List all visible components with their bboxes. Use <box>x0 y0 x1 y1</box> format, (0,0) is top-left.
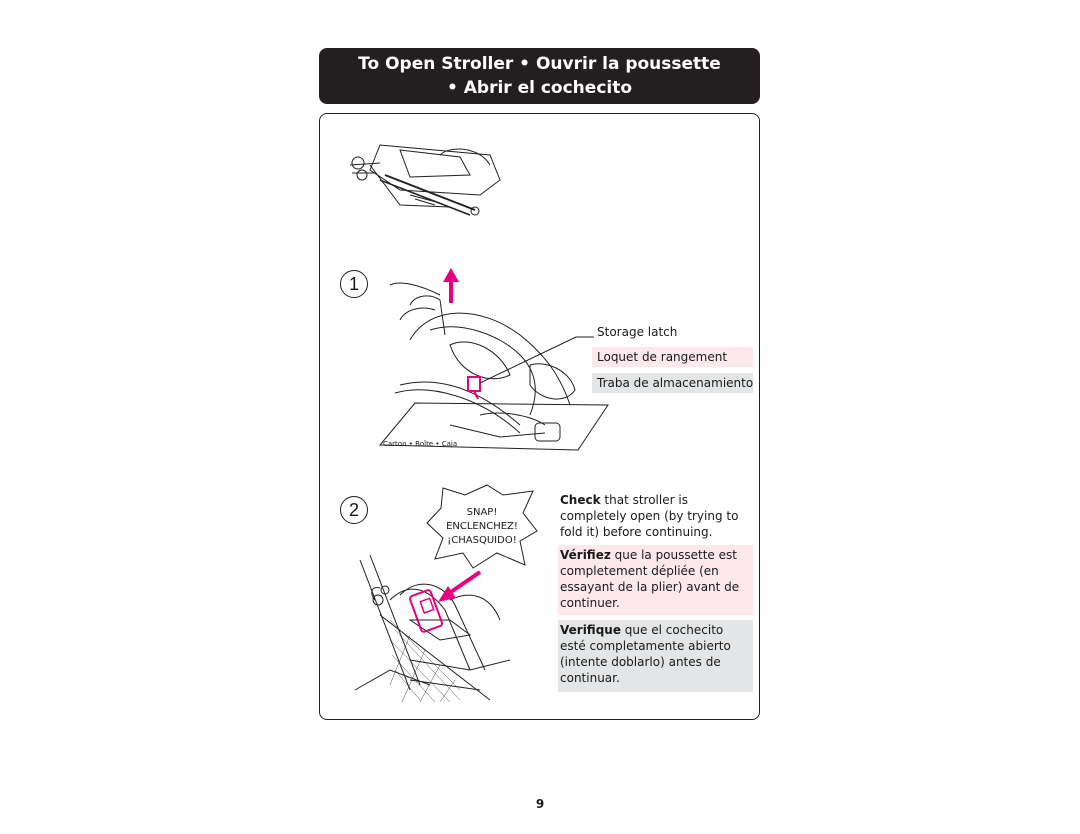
step-2-en-bold: Check <box>560 493 601 507</box>
storage-latch-label-fr: Loquet de rangement <box>597 350 728 364</box>
storage-latch-label-es: Traba de almacenamiento <box>597 376 754 390</box>
step-1-number: 1 <box>340 270 368 298</box>
snap-text-en: SNAP! <box>466 507 498 518</box>
snap-text-fr: ENCLENCHEZ! <box>446 521 518 532</box>
storage-latch-label-en: Storage latch <box>597 325 678 339</box>
step-2-fr-text: que la poussette est completement déplié… <box>560 548 740 610</box>
step-2-text-fr: Vérifiez que la poussette est completeme… <box>560 547 752 611</box>
step-2-illustration <box>354 554 511 703</box>
snap-text-es: ¡CHASQUIDO! <box>447 535 517 546</box>
storage-latch-label-fr-bg <box>592 347 753 367</box>
step-2-text-en: Check that stroller is completely open (… <box>560 492 755 540</box>
step-1-illustration <box>378 268 609 451</box>
step-2-en-text: that stroller is completely open (by try… <box>560 493 739 539</box>
folded-stroller-illustration <box>349 144 501 216</box>
step-2-text-es: Verifique que el cochecito esté completa… <box>560 622 752 686</box>
instructions-panel <box>319 113 760 720</box>
step-2-number: 2 <box>340 496 368 524</box>
step-2-es-bold: Verifique <box>560 623 621 637</box>
step-2-fr-bg <box>558 545 753 615</box>
step-2-fr-bold: Vérifiez <box>560 548 611 562</box>
storage-latch-label-es-bg <box>592 373 753 393</box>
page-title-bar: To Open Stroller • Ouvrir la poussette •… <box>319 48 760 104</box>
title-line-2: • Abrir el cochecito <box>446 78 633 98</box>
carton-caption: Carton • Boîte • Caja <box>383 440 458 448</box>
step-2-es-text: que el cochecito esté completamente abie… <box>560 623 731 685</box>
step-2-es-bg <box>558 620 753 692</box>
page-number: 9 <box>535 797 545 811</box>
snap-burst-shape <box>426 484 538 569</box>
title-line-1: To Open Stroller • Ouvrir la poussette <box>358 54 721 74</box>
